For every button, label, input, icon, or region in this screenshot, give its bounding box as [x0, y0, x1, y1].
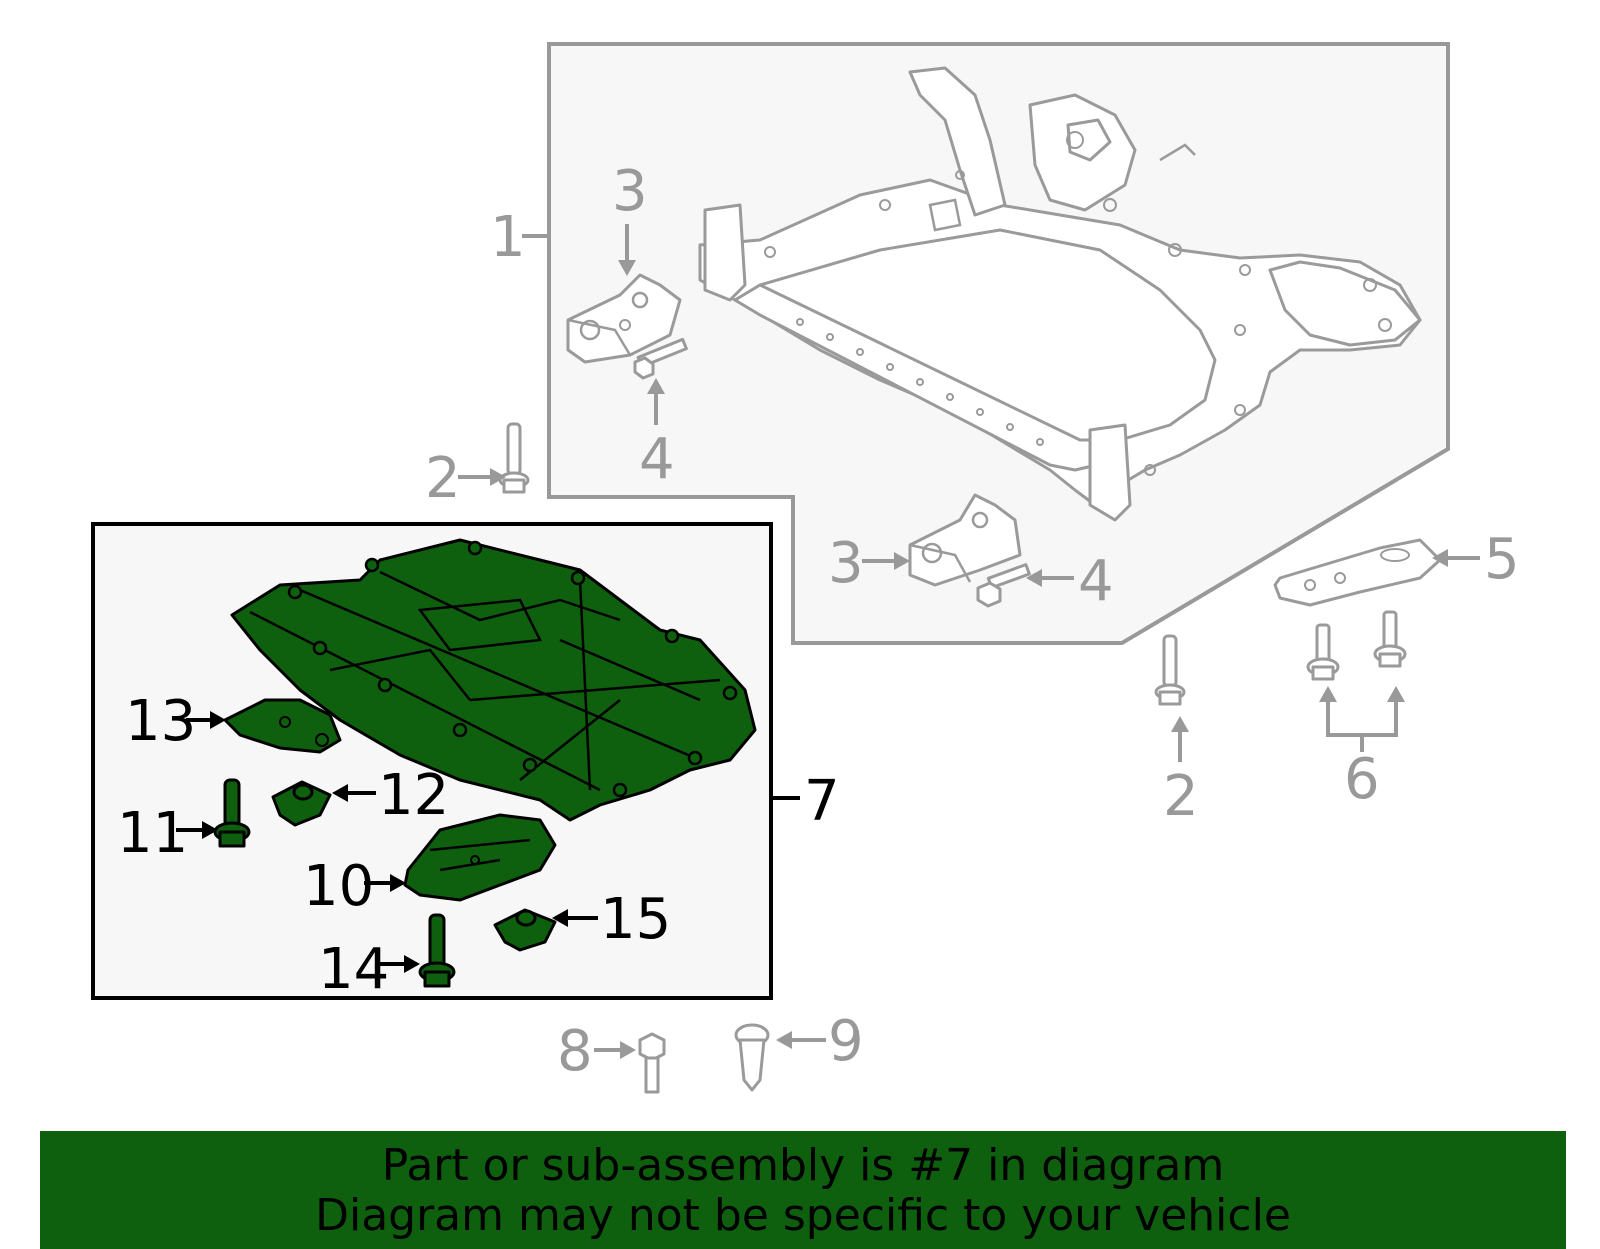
callout-2-right: 2: [1163, 764, 1199, 829]
info-banner: Part or sub-assembly is #7 in diagram Di…: [40, 1131, 1566, 1249]
callout-11: 11: [117, 801, 188, 866]
subframe-part: [698, 66, 1422, 522]
under-engine-shield: [230, 538, 757, 822]
leader-lines: [176, 224, 1480, 1059]
bolt-2-left: [498, 422, 530, 494]
banner-line-2: Diagram may not be specific to your vehi…: [315, 1190, 1291, 1241]
shield-cover-10: [403, 813, 557, 902]
callout-5: 5: [1484, 527, 1520, 592]
callout-13: 13: [125, 689, 196, 754]
callout-14: 14: [318, 937, 389, 1002]
callout-4-upper: 4: [639, 427, 675, 492]
bolt-8: [638, 1032, 666, 1094]
callout-2-left: 2: [425, 446, 461, 511]
push-clip-9: [734, 1023, 770, 1092]
callout-6: 6: [1344, 747, 1380, 812]
callout-3-upper: 3: [612, 159, 648, 224]
callout-10: 10: [303, 854, 374, 919]
callout-12: 12: [378, 763, 449, 828]
bolt-14: [418, 913, 456, 988]
bolt-upper: [633, 337, 688, 380]
reinforcement-plate: [1273, 538, 1442, 607]
callout-1: 1: [490, 205, 526, 270]
mount-bracket-upper: [566, 273, 682, 364]
bolt-11: [213, 778, 251, 848]
bolt-lower: [976, 563, 1031, 608]
callout-4-lower: 4: [1078, 549, 1114, 614]
callout-15: 15: [600, 887, 671, 952]
callout-3-lower: 3: [828, 531, 864, 596]
clip-nut-12: [271, 780, 332, 827]
callout-9: 9: [828, 1009, 864, 1074]
callout-8: 8: [557, 1019, 593, 1084]
callout-7: 7: [804, 769, 840, 834]
bolt-2-right: [1154, 634, 1186, 706]
bolts-6: [1306, 610, 1407, 681]
clip-nut-15: [493, 908, 557, 952]
mount-bracket-lower: [908, 493, 1022, 587]
banner-line-1: Part or sub-assembly is #7 in diagram: [381, 1140, 1225, 1191]
shield-cover-13: [223, 698, 342, 754]
